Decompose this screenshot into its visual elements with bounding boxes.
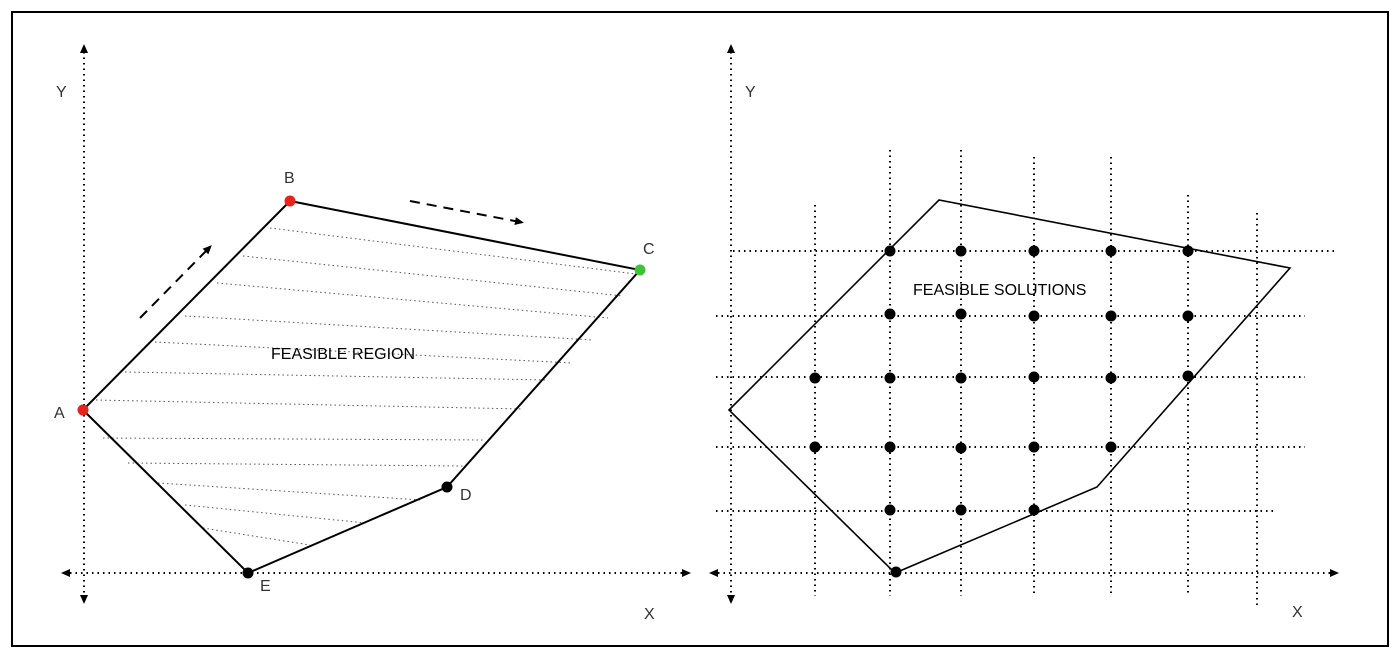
left-y-axis-arrow-top bbox=[80, 44, 88, 53]
vertex-d-label: D bbox=[460, 487, 472, 504]
integer-point bbox=[884, 504, 896, 516]
integer-point bbox=[1105, 372, 1117, 384]
integer-point bbox=[1028, 245, 1040, 257]
integer-point bbox=[955, 245, 967, 257]
integer-points bbox=[809, 245, 1194, 578]
integer-point bbox=[955, 308, 967, 320]
left-x-axis-label: X bbox=[644, 606, 655, 623]
integer-point bbox=[884, 372, 896, 384]
direction-arrow-ab bbox=[139, 245, 212, 319]
vertex-b-label: B bbox=[284, 170, 295, 187]
integer-point bbox=[1105, 310, 1117, 322]
vertex-c-point bbox=[634, 264, 646, 276]
right-y-axis-arrow-top bbox=[727, 44, 735, 53]
right-x-axis-label: X bbox=[1292, 604, 1303, 621]
integer-point bbox=[955, 504, 967, 516]
integer-point bbox=[1028, 504, 1040, 516]
integer-point bbox=[809, 441, 821, 453]
vertex-b-point bbox=[284, 195, 296, 207]
left-panel: Y X FEASIBLE REGION A B C D E bbox=[54, 44, 691, 623]
feasible-region-label: FEASIBLE REGION bbox=[271, 346, 415, 363]
integer-point bbox=[1028, 441, 1040, 453]
left-y-axis-label: Y bbox=[56, 84, 67, 101]
vertex-d-point bbox=[441, 481, 453, 493]
integer-point bbox=[890, 566, 902, 578]
integer-point bbox=[1105, 441, 1117, 453]
vertex-e-point bbox=[242, 567, 254, 579]
integer-grid-horizontal bbox=[716, 250, 1336, 512]
right-panel: Y X FEASIBLE SOLUTIONS bbox=[709, 44, 1339, 621]
integer-point bbox=[1182, 245, 1194, 257]
feasible-region-hatching bbox=[95, 227, 637, 546]
integer-point bbox=[1182, 370, 1194, 382]
left-x-axis-arrow-right bbox=[682, 569, 691, 577]
right-y-axis-label: Y bbox=[745, 84, 756, 101]
feasible-solutions-polygon bbox=[727, 199, 1292, 574]
right-x-axis-arrow-left bbox=[709, 569, 718, 577]
vertex-a-point bbox=[77, 404, 89, 416]
integer-point bbox=[809, 372, 821, 384]
integer-point bbox=[955, 442, 967, 454]
vertex-c-label: C bbox=[643, 241, 655, 258]
integer-point bbox=[1028, 310, 1040, 322]
left-y-axis-arrow-bottom bbox=[80, 595, 88, 604]
right-x-axis-arrow-right bbox=[1330, 569, 1339, 577]
feasible-region-polygon bbox=[81, 199, 642, 575]
outer-border bbox=[11, 11, 1389, 647]
integer-grid-vertical bbox=[814, 150, 1258, 605]
vertex-a-label: A bbox=[54, 405, 65, 422]
integer-point bbox=[884, 245, 896, 257]
integer-point bbox=[884, 308, 896, 320]
integer-point bbox=[884, 441, 896, 453]
feasible-solutions-label: FEASIBLE SOLUTIONS bbox=[913, 282, 1086, 299]
left-x-axis-arrow-left bbox=[61, 569, 70, 577]
integer-point bbox=[955, 372, 967, 384]
direction-arrow-bc bbox=[409, 200, 524, 225]
integer-point bbox=[1182, 310, 1194, 322]
right-y-axis-arrow-bottom bbox=[727, 595, 735, 604]
integer-point bbox=[1028, 371, 1040, 383]
vertex-e-label: E bbox=[260, 578, 271, 595]
integer-point bbox=[1105, 245, 1117, 257]
